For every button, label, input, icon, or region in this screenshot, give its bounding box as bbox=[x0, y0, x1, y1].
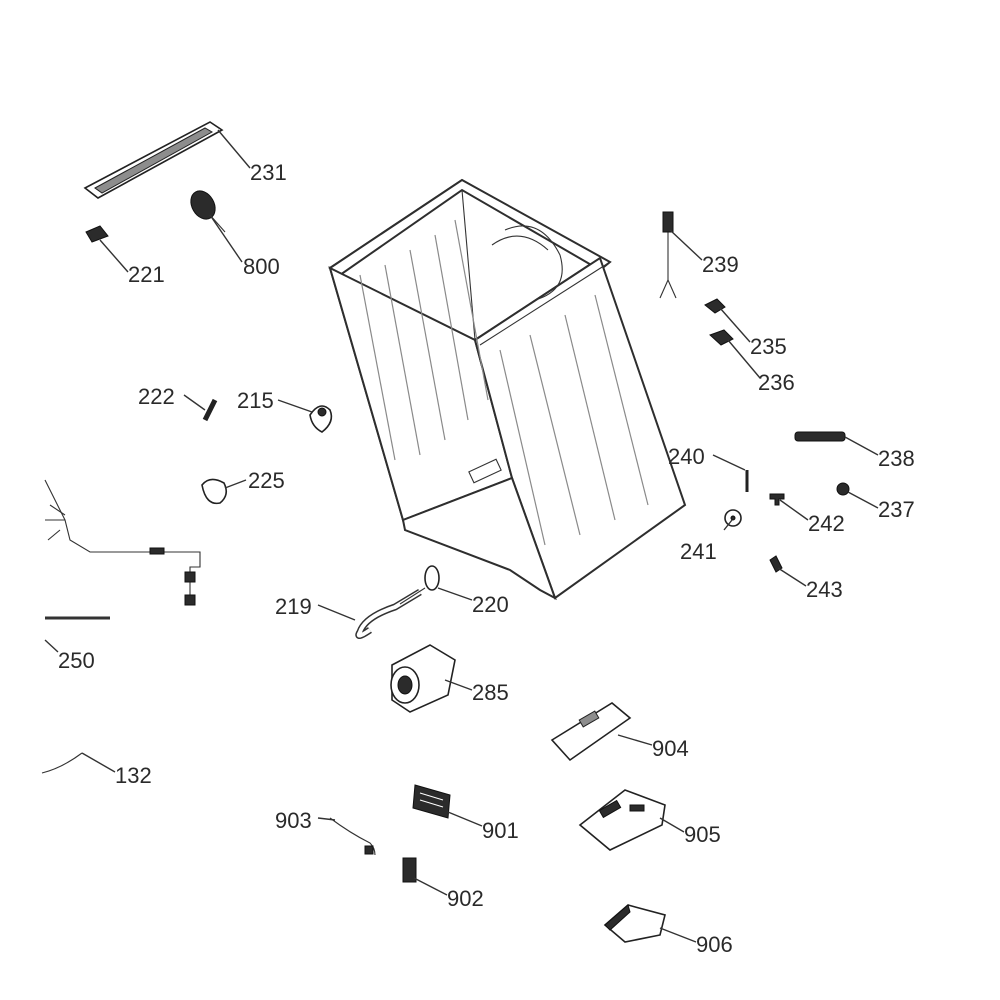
part-236-clip bbox=[709, 329, 734, 346]
label-236: 236 bbox=[758, 370, 795, 395]
label-219: 219 bbox=[275, 594, 312, 619]
label-243: 243 bbox=[806, 577, 843, 602]
label-231: 231 bbox=[250, 160, 287, 185]
part-219-hose bbox=[355, 588, 422, 639]
part-235-clip bbox=[704, 298, 726, 314]
label-285: 285 bbox=[472, 680, 509, 705]
label-132: 132 bbox=[115, 763, 152, 788]
part-225-lock bbox=[201, 478, 228, 505]
part-902-board bbox=[402, 857, 417, 883]
label-238: 238 bbox=[878, 446, 915, 471]
label-215: 215 bbox=[237, 388, 274, 413]
label-241: 241 bbox=[680, 539, 717, 564]
label-235: 235 bbox=[750, 334, 787, 359]
label-242: 242 bbox=[808, 511, 845, 536]
part-222-pin bbox=[202, 398, 218, 422]
label-901: 901 bbox=[482, 818, 519, 843]
label-222: 222 bbox=[138, 384, 175, 409]
label-250: 250 bbox=[58, 648, 95, 673]
label-903: 903 bbox=[275, 808, 312, 833]
part-220-clamp bbox=[399, 565, 440, 605]
part-903-cable bbox=[329, 817, 376, 856]
label-237: 237 bbox=[878, 497, 915, 522]
part-242-bracket bbox=[769, 493, 785, 506]
part-231-bracket bbox=[83, 121, 224, 199]
part-239-harness bbox=[659, 211, 677, 299]
cabinet-body bbox=[328, 178, 687, 601]
label-220: 220 bbox=[472, 592, 509, 617]
part-241-washer bbox=[724, 509, 742, 527]
part-905-board bbox=[578, 789, 666, 851]
label-905: 905 bbox=[684, 822, 721, 847]
part-221-clip bbox=[85, 225, 109, 243]
part-215-hook bbox=[309, 405, 333, 433]
label-800: 800 bbox=[243, 254, 280, 279]
part-132-cable bbox=[41, 752, 83, 774]
leader-lines bbox=[44, 129, 879, 943]
part-906-box bbox=[603, 904, 666, 943]
label-906: 906 bbox=[696, 932, 733, 957]
part-285-pump bbox=[390, 644, 456, 713]
label-904: 904 bbox=[652, 736, 689, 761]
label-225: 225 bbox=[248, 468, 285, 493]
label-239: 239 bbox=[702, 252, 739, 277]
part-800-spring bbox=[190, 190, 226, 233]
part-901-board bbox=[412, 784, 451, 819]
part-labels: 231 800 221 239 235 236 222 215 225 240 … bbox=[58, 160, 915, 957]
label-221: 221 bbox=[128, 262, 165, 287]
part-237-nut bbox=[836, 482, 850, 496]
label-240: 240 bbox=[668, 444, 705, 469]
part-250-harness bbox=[44, 479, 201, 620]
part-238-bar bbox=[794, 431, 846, 442]
part-904-module bbox=[550, 702, 632, 762]
label-902: 902 bbox=[447, 886, 484, 911]
